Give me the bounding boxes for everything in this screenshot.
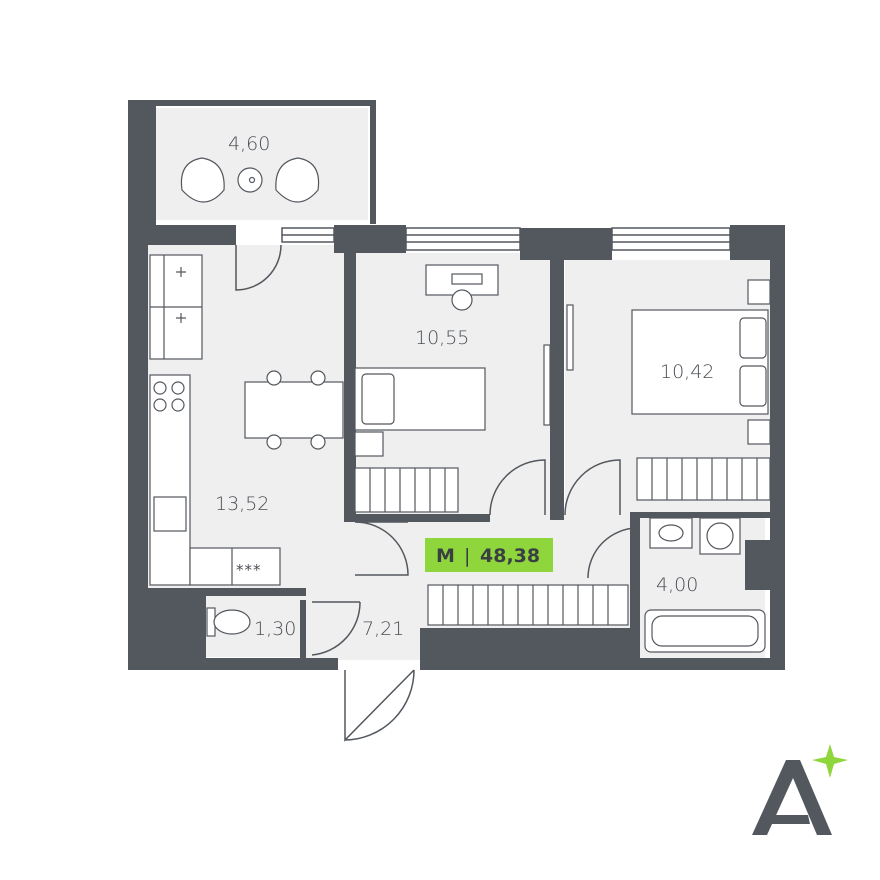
toilet-area-label: 1,30	[254, 618, 296, 640]
double-bed-pillow-bottom	[739, 365, 767, 407]
logo-letter-a	[752, 760, 832, 835]
walls	[128, 100, 785, 670]
toilet-wall-right	[300, 600, 306, 658]
bedroom-divider	[550, 255, 564, 520]
wardrobe-hangers	[369, 468, 446, 512]
pillow	[361, 373, 395, 425]
balcony-chair-left	[180, 157, 225, 203]
wardrobe-bedroom	[354, 467, 459, 513]
total-area-badge: M | 48,38	[425, 538, 553, 572]
toilet-wall-top	[206, 588, 306, 596]
logo-star	[812, 744, 848, 778]
hob-marks: ***	[236, 561, 262, 579]
nightstand-top	[747, 279, 771, 305]
toilet-bowl	[213, 609, 251, 635]
bathtub-inner	[651, 615, 759, 647]
sliding-door-bedroom	[543, 344, 551, 426]
dining-table	[244, 381, 344, 439]
kitchen-bottom-counter	[189, 547, 281, 586]
badge-type: M	[436, 545, 455, 567]
bottom-wall-left	[128, 658, 338, 670]
laptop	[451, 273, 483, 285]
nightstand-bottom	[747, 419, 771, 445]
dining-chairs	[266, 370, 326, 450]
table-cup	[248, 176, 256, 184]
kitchen-sink	[153, 496, 187, 532]
bottom-wall-right	[630, 658, 785, 670]
door-kitchen	[354, 521, 409, 576]
bathroom-wall-left	[630, 512, 640, 662]
door-bathroom	[587, 527, 639, 579]
bedroom-bottom-wall	[345, 514, 490, 522]
badge-total-area: 48,38	[480, 545, 540, 567]
kitchen-area-label: 13,52	[215, 493, 269, 515]
door-balcony	[235, 244, 282, 291]
hallway-wall-bottom	[420, 628, 640, 670]
door-toilet	[311, 601, 361, 656]
bathroom-area-label: 4,00	[656, 574, 698, 596]
door-entrance	[344, 669, 415, 742]
window-master	[611, 227, 731, 251]
wardrobe-master-hangers	[651, 458, 758, 500]
kitchen-wall-top	[128, 225, 236, 245]
windows	[281, 227, 731, 251]
door-bedroom	[489, 459, 546, 516]
door-master	[564, 459, 621, 516]
nightstand-bedroom	[354, 431, 384, 457]
window-bedroom	[405, 227, 521, 251]
wardrobe-master	[636, 457, 771, 501]
balcony-floor	[150, 108, 368, 220]
bedroom-wall-top-right	[520, 228, 612, 260]
desk-chair	[451, 289, 473, 311]
doors	[235, 244, 639, 742]
bottom-left-block	[128, 588, 206, 670]
bathroom-wall-top	[630, 512, 770, 518]
window-balcony	[281, 227, 335, 243]
badge-background	[425, 538, 553, 572]
bedroom-area-label: 10,55	[415, 327, 469, 349]
double-bed-pillow-top	[739, 317, 767, 359]
washing-machine-drum	[706, 522, 734, 550]
kitchen-wall-left	[128, 225, 148, 670]
badge-separator: |	[464, 545, 470, 567]
balcony-area-label: 4,60	[228, 133, 270, 155]
master-bedroom-area-label: 10,42	[660, 361, 714, 383]
balcony-wall-left	[128, 100, 156, 230]
balcony-wall-top	[128, 100, 376, 106]
brand-logo	[752, 744, 848, 835]
furniture	[149, 157, 771, 653]
balcony-wall-right	[370, 100, 376, 224]
washbasin-bowl	[658, 524, 684, 542]
hallway-wardrobe	[427, 584, 629, 626]
sliding-door-master	[566, 304, 574, 371]
balcony-chair-right	[275, 157, 320, 203]
master-wall-right	[770, 225, 785, 670]
kitchen-counter	[149, 374, 191, 586]
hallway-area-label: 7,21	[362, 618, 404, 640]
stove	[153, 381, 185, 412]
bedroom-wall-left	[344, 230, 356, 522]
bathroom-wall-notch	[745, 540, 770, 590]
hallway-hangers	[442, 585, 609, 625]
